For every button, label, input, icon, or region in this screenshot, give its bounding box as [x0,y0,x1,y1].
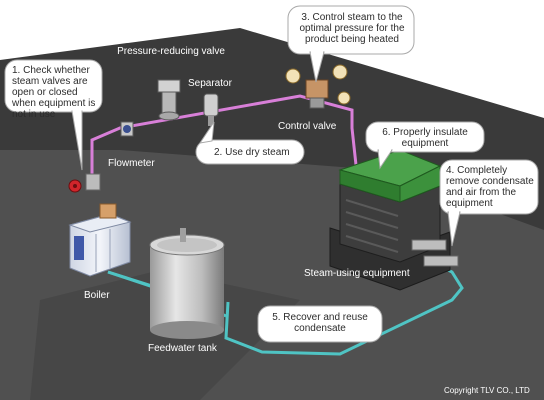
steam-using-equipment-unit [329,149,459,291]
flowmeter-label: Flowmeter [108,158,155,169]
flowmeter-icon [120,121,134,137]
boiler-label: Boiler [84,290,110,301]
control-valve-label: Control valve [278,121,337,132]
callout-4-bubble [439,159,539,247]
steam-using-equipment-label: Steam-using equipment [304,268,410,279]
control-valve-icon [285,64,351,109]
callout-5-text: 5. Recover and reuse condensate [272,312,368,334]
feedwater-tank [149,228,225,339]
copyright-notice: Copyright TLV CO., LTD [444,386,530,395]
steam-valve-icon [68,173,101,193]
callout-1-bubble [4,59,103,171]
boiler-unit [68,203,132,277]
callout-5-bubble [257,305,383,343]
steam-pipe [90,94,358,182]
callout-1-text: 1. Check whether steam valves are open o… [12,65,96,120]
callout-3-bubble [287,5,415,83]
callout-2-bubble [195,121,305,165]
callout-6-text: 6. Properly insulate equipment [382,127,468,149]
pressure-reducing-valve-icon [157,79,181,121]
callout-3-text: 3. Control steam to the optimal pressure… [299,12,405,45]
separator-label: Separator [188,78,232,89]
callout-4-text: 4. Completely remove condensate and air … [446,165,534,209]
separator-icon [203,93,219,126]
callout-2-text: 2. Use dry steam [214,147,290,158]
callout-6-bubble [365,121,485,170]
pressure-reducing-valve-label: Pressure-reducing valve [117,46,225,57]
feedwater-tank-label: Feedwater tank [148,343,217,354]
